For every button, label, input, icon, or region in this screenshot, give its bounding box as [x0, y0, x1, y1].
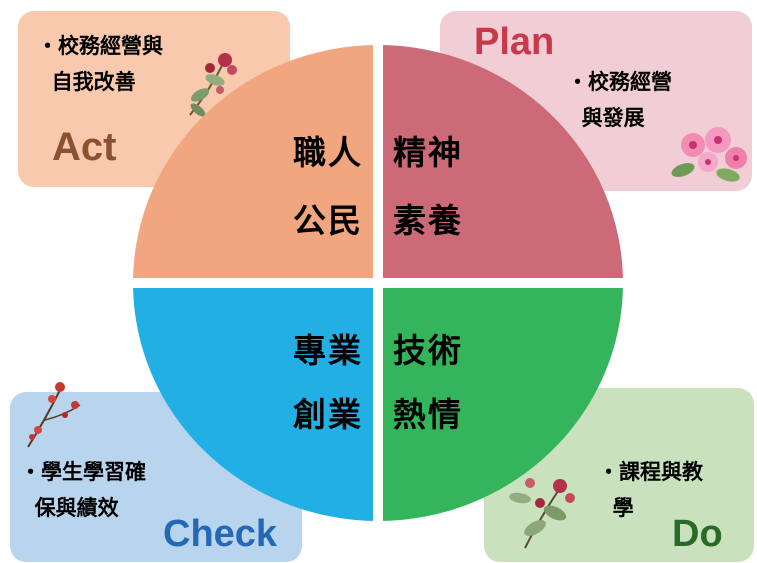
act-label: Act: [52, 125, 117, 169]
check-description: ・學生學習確 保與績效: [20, 459, 146, 520]
flower-branch-icon: [189, 53, 237, 117]
quadrant-top-left: [133, 45, 378, 283]
plan-description: ・校務經營 與發展: [567, 69, 672, 130]
top-right-line-1: 精神: [393, 133, 463, 172]
red-flowers-branch-icon: [27, 382, 81, 448]
bottom-left-line-1: 專業: [293, 331, 363, 370]
bottom-left-line-2: 創業: [293, 395, 363, 434]
top-right-line-2: 素養: [393, 201, 463, 240]
plan-label: Plan: [474, 21, 555, 63]
bottom-right-line-2: 熱情: [393, 395, 463, 434]
top-left-line-1: 職人: [293, 133, 363, 172]
top-left-line-2: 公民: [293, 201, 363, 240]
quadrant-bottom-right: [378, 283, 623, 521]
do-description: ・課程與教 學: [598, 459, 703, 520]
quadrant-bottom-left: [133, 283, 378, 521]
do-label: Do: [672, 513, 723, 555]
bottom-right-line-1: 技術: [393, 331, 463, 370]
quadrant-top-right: [378, 45, 623, 283]
act-description: ・校務經營與 自我改善: [37, 33, 163, 94]
check-label: Check: [163, 513, 278, 555]
pink-flowers-icon: [671, 127, 747, 182]
red-flowers-leaves-icon: [509, 478, 575, 549]
